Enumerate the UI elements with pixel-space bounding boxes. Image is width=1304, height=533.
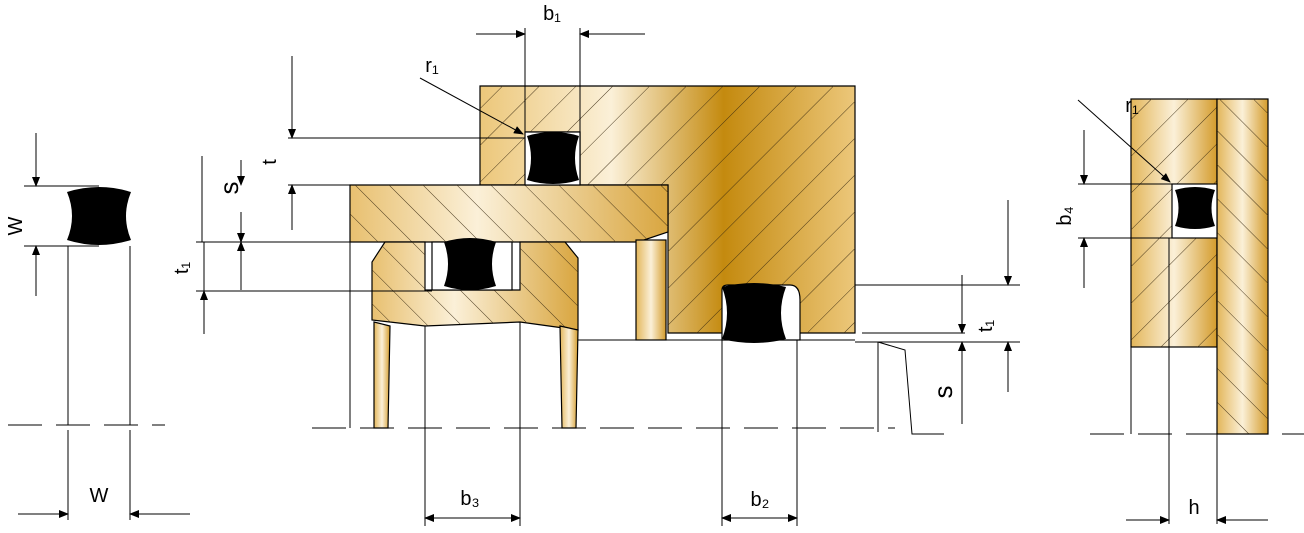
dim-b3-label: b₃ bbox=[460, 488, 479, 510]
seal-profile-view: W W bbox=[5, 133, 190, 520]
seal-right bbox=[722, 283, 786, 343]
main-assembly-view: b₁ r₁ t s t₁ b₃ b₂ bbox=[171, 3, 1020, 526]
dim-b1-label: b₁ bbox=[543, 3, 561, 25]
seal-top bbox=[527, 132, 579, 184]
ring-leg-left bbox=[373, 321, 391, 429]
dim-s-left-label: s bbox=[214, 182, 244, 195]
lower-ring bbox=[371, 241, 579, 331]
seal-axial bbox=[1175, 187, 1215, 229]
dim-t1-left-label: t₁ bbox=[171, 262, 193, 275]
dim-h-label: h bbox=[1188, 497, 1199, 519]
dim-t1-right-label: t₁ bbox=[975, 320, 997, 333]
r1-right-label: r₁ bbox=[1125, 95, 1139, 117]
axial-right-block bbox=[1216, 98, 1269, 435]
seal-profile-left bbox=[67, 187, 131, 245]
dim-w-horizontal-label: W bbox=[90, 485, 109, 507]
cover-plate bbox=[349, 184, 669, 243]
ring-leg-right bbox=[559, 325, 579, 429]
dim-b2-label: b₂ bbox=[751, 489, 770, 511]
dim-w-vertical-label: W bbox=[5, 216, 27, 235]
dim-t-label: t bbox=[259, 159, 281, 165]
axial-groove-view: r₁ b₄ h bbox=[1054, 95, 1304, 524]
dim-b4-label: b₄ bbox=[1054, 206, 1076, 225]
cover-stem bbox=[635, 239, 667, 341]
seal-lower bbox=[444, 238, 496, 290]
r1-main-label: r₁ bbox=[425, 55, 439, 77]
dim-s-right-label: s bbox=[928, 386, 958, 399]
